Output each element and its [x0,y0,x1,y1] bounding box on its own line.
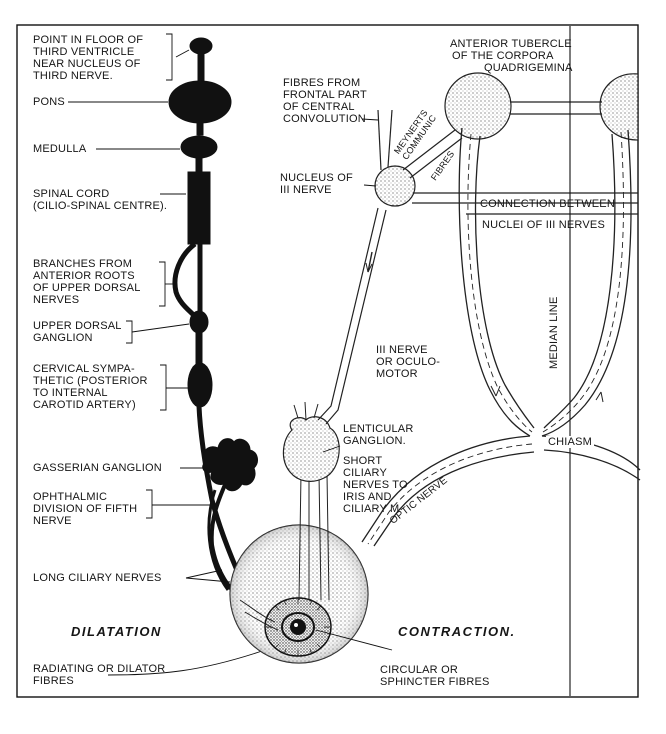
tubercle-connection [510,101,602,115]
label-medulla: MEDULLA [33,143,87,155]
meynert-fibres [377,109,463,179]
anterior-tubercle-left [444,72,512,140]
left-leaders [68,33,266,676]
nucleus-leader [363,184,377,187]
label-dilatation: DILATATION [71,624,162,639]
nucleus-iii-shape [374,165,416,207]
iii-nerve [317,207,387,425]
label-spinal-cord: SPINAL CORD(CILIO-SPINAL CENTRE). [33,188,168,212]
spinal-cord-shape [187,171,211,245]
medulla-shape [180,135,218,159]
lenticular-ganglion [282,401,340,482]
sympathetic-chain [168,37,258,612]
optic-arrows [490,385,604,403]
label-pons: PONS [33,96,65,108]
nuclei-connection [412,192,638,215]
long-ciliary-lines [239,599,279,631]
label-contraction: CONTRACTION. [398,624,516,639]
label-anterior-tubercle: ANTERIOR TUBERCLE OF THE CORPORA QUADRIG… [450,38,573,74]
upper-dorsal-ganglion-shape [189,310,209,334]
circular-leader [315,629,393,651]
label-cervical: CERVICAL SYMPA-THETIC (POSTERIOR TO INTE… [33,363,148,411]
label-chiasm: CHIASM [546,436,594,448]
label-median-line: MEDIAN LINE [548,293,560,372]
label-connection: CONNECTION BETWEEN [480,198,615,210]
right-leaders [322,118,379,453]
cervical-ganglion-shape [187,362,213,408]
label-nuclei: NUCLEI OF III NERVES [482,219,605,231]
short-ciliary-nerves [298,473,330,601]
optic-pathway [361,127,641,547]
gasserian-ganglion-shape [202,438,258,492]
anterior-tubercle-right [599,73,639,141]
figure-frame [16,24,639,698]
pons-shape [168,80,232,124]
label-long-ciliary: LONG CILIARY NERVES [33,572,162,584]
pupil [290,619,306,635]
label-gasserian: GASSERIAN GANGLION [33,462,162,474]
